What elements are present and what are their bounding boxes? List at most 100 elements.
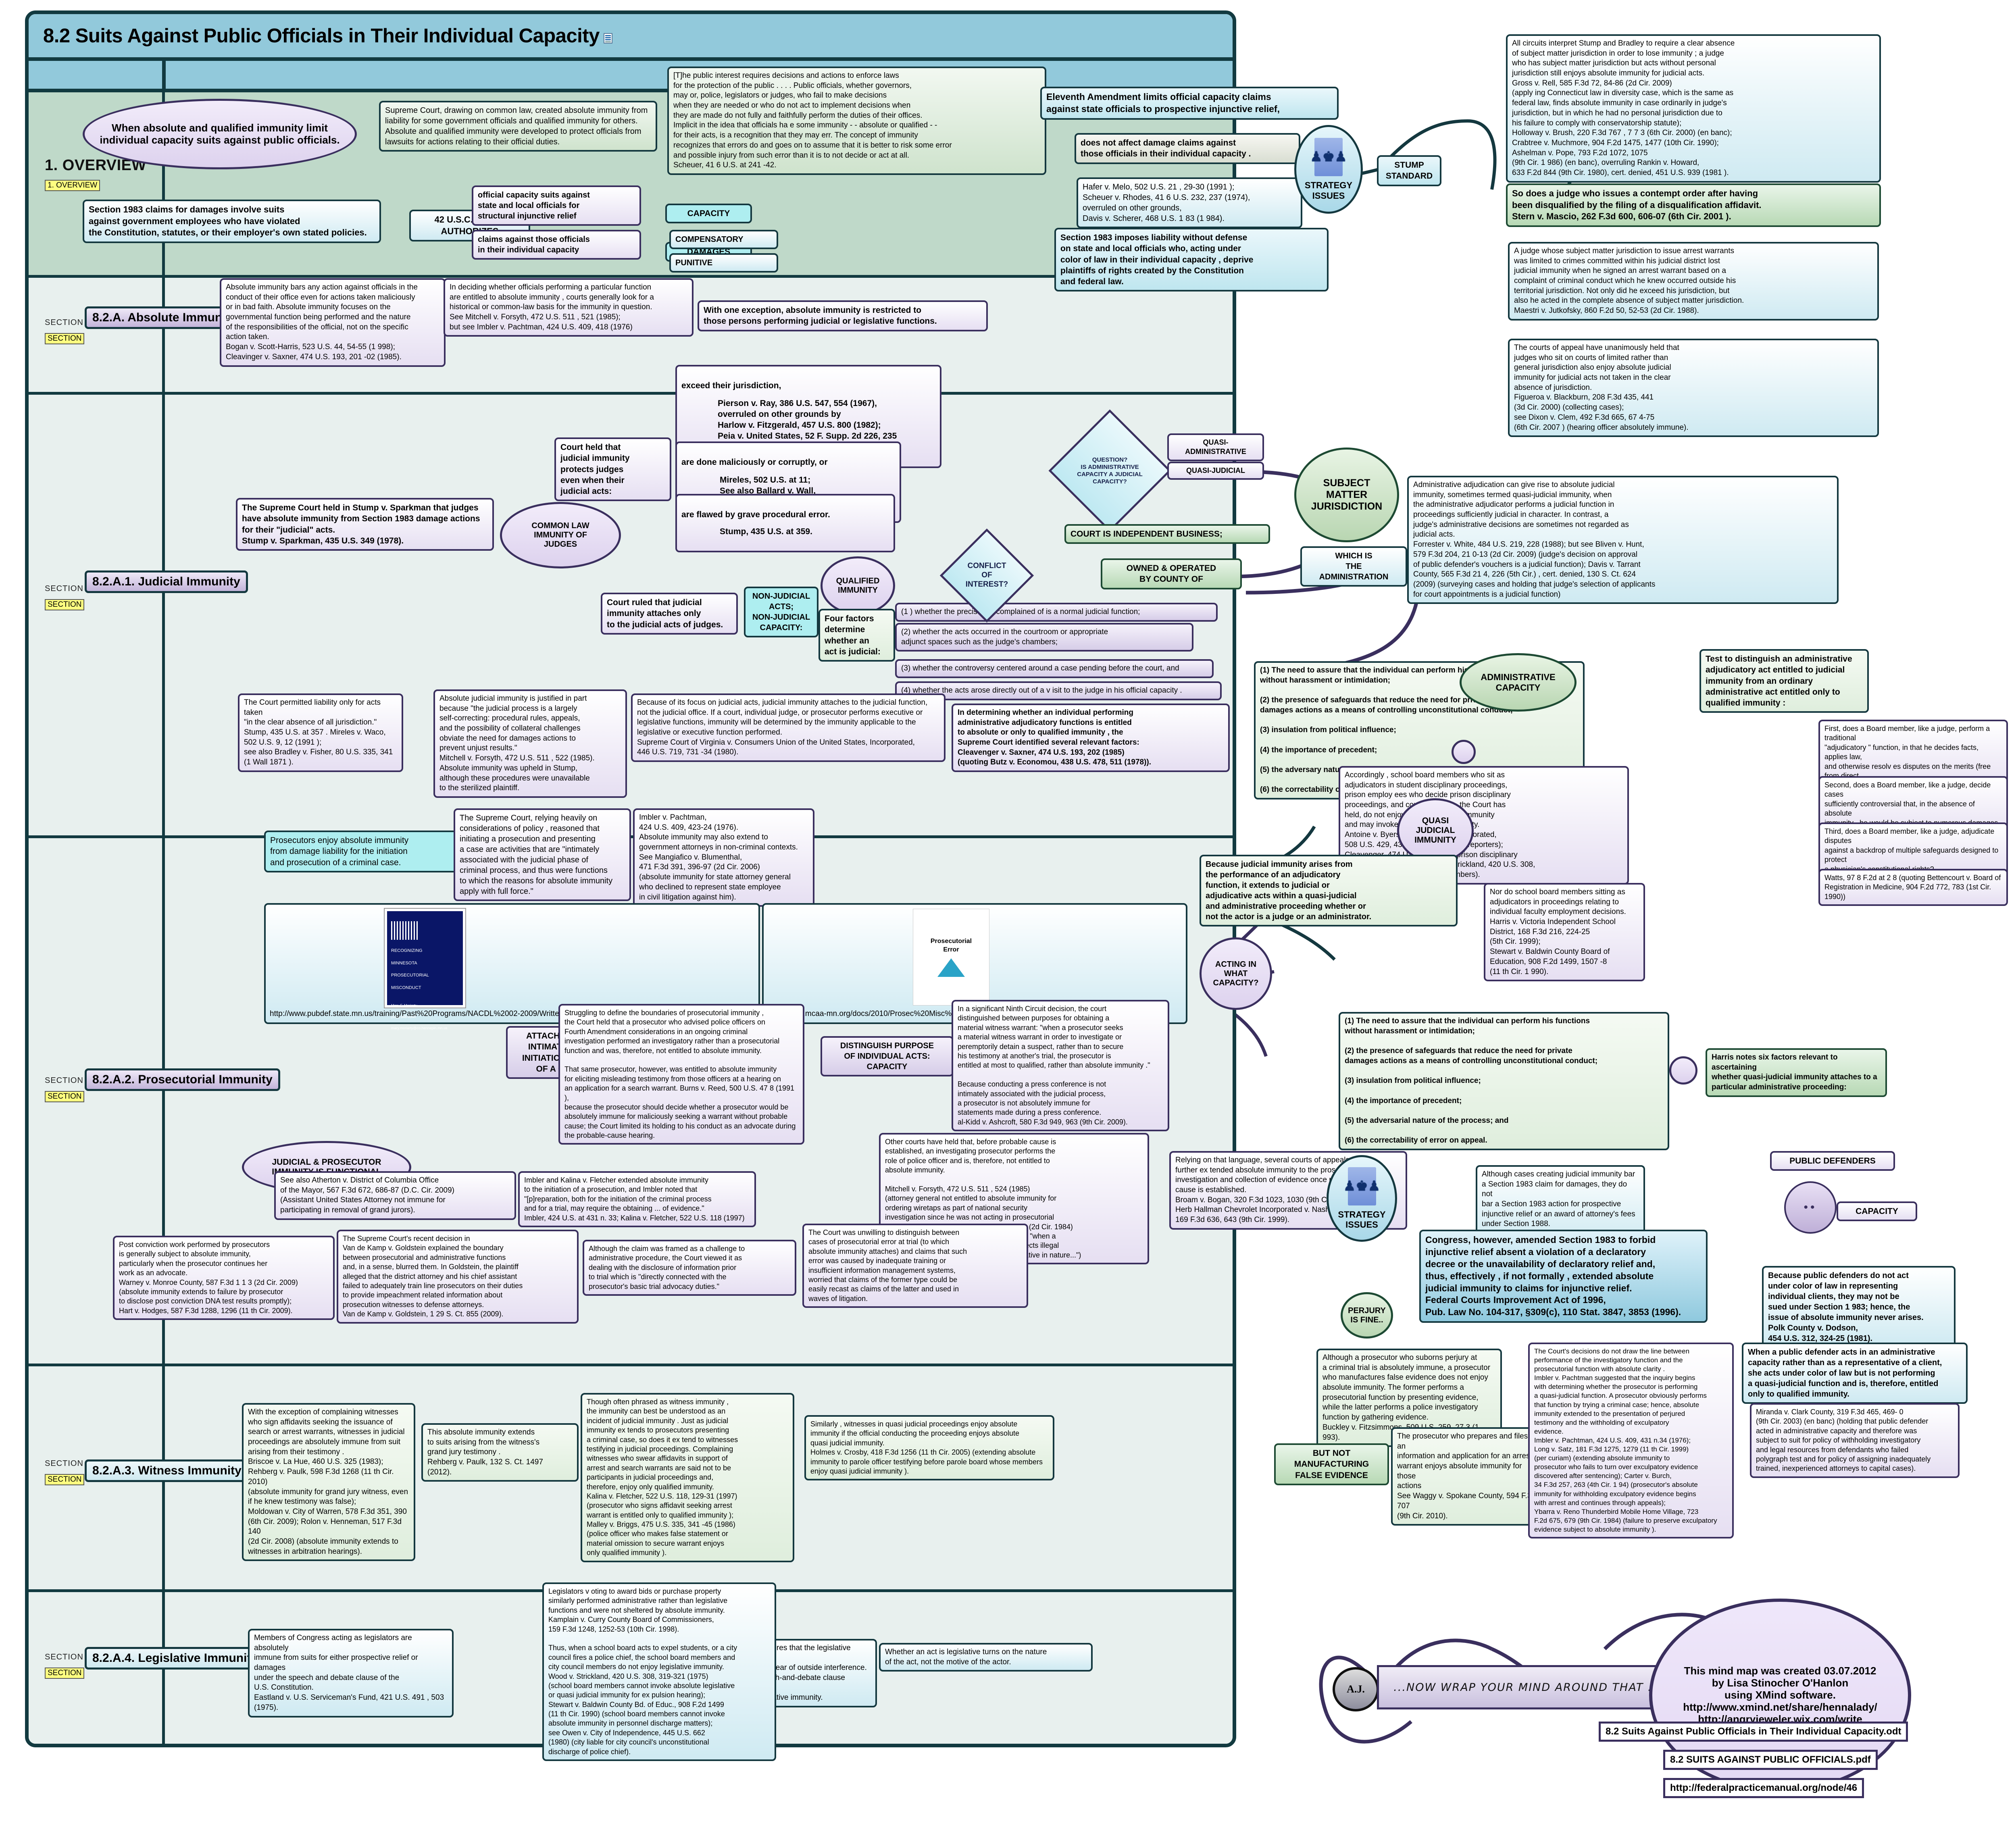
congress-amended-note[interactable]: Congress, however, amended Section 1983 … — [1419, 1230, 1708, 1323]
harris-factors-note[interactable]: (1) The need to assure that the individu… — [1339, 1012, 1669, 1150]
perjury-is-fine-node[interactable]: PERJURY IS FINE.. — [1341, 1292, 1393, 1339]
aj-avatar[interactable]: A.J. — [1333, 1667, 1379, 1711]
heading-witness-immunity[interactable]: 8.2.A.3. Witness Immunity — [85, 1459, 249, 1482]
four-factors-node[interactable]: Four factors determine whether an act is… — [818, 609, 895, 662]
strategy-issues-node-mid[interactable]: STRATEGY ISSUES — [1327, 1155, 1397, 1242]
court-held-node[interactable]: Court held that judicial immunity protec… — [554, 437, 671, 502]
capacity-node-pd[interactable]: CAPACITY — [1837, 1201, 1917, 1222]
factor-4-node[interactable]: (4) whether the acts arose directly out … — [895, 681, 1222, 700]
court-independent-node[interactable]: COURT IS INDEPENDENT BUSINESS; — [1064, 524, 1270, 544]
owned-operated-node[interactable]: OWNED & OPERATED BY COUNTY OF — [1101, 558, 1242, 589]
section1983-claims-note[interactable]: Section 1983 claims for damages involve … — [83, 200, 381, 243]
with-exception-note[interactable]: With the exception of complaining witnes… — [242, 1403, 415, 1561]
public-defenders-note[interactable]: Because public defenders do not act unde… — [1762, 1266, 1956, 1348]
permitted-liability-note[interactable]: The Court permitted liability only for a… — [238, 693, 403, 772]
official-capacity-node[interactable]: official capacity suits against state an… — [472, 185, 641, 226]
sidebar-item-overview[interactable]: 1. OVERVIEW 1. OVERVIEW — [45, 157, 146, 191]
factor-1-node[interactable]: (1 ) whether the precise act complained … — [895, 603, 1218, 622]
bars-any-action-note[interactable]: Absolute immunity bars any action agains… — [220, 278, 446, 367]
but-not-manufacturing-node[interactable]: BUT NOT MANUFACTURING FALSE EVIDENCE — [1274, 1443, 1389, 1485]
post-conviction-note[interactable]: Post conviction work performed by prosec… — [113, 1236, 335, 1320]
all-circuits-note[interactable]: All circuits interpret Stump and Bradley… — [1506, 34, 1881, 183]
eleventh-amendment-note[interactable]: Eleventh Amendment limits official capac… — [1040, 87, 1339, 120]
though-often-note[interactable]: Though often phrased as witness immunity… — [581, 1393, 794, 1562]
quasi-judicial-node[interactable]: QUASI-JUDICIAL — [1167, 462, 1264, 480]
whether-act-note[interactable]: Whether an act is legislative turns on t… — [879, 1643, 1093, 1672]
arrest-warrants-note[interactable]: A judge whose subject matter jurisdictio… — [1508, 242, 1879, 321]
factor-2-node[interactable]: (2) whether the acts occurred in the cou… — [895, 623, 1193, 652]
courts-decisions-note[interactable]: The Court's decisions do not draw the li… — [1528, 1343, 1734, 1538]
justified-in-part-note[interactable]: Absolute judicial immunity is justified … — [433, 689, 627, 798]
miranda-clark-note[interactable]: Miranda v. Clark County, 319 F.3d 465, 4… — [1750, 1403, 1960, 1478]
sidebar-item-prosecutorial[interactable]: SECTION SECTION — [45, 1076, 85, 1102]
overview-central-node[interactable]: When absolute and qualified immunity lim… — [83, 99, 357, 169]
harris-caption-note[interactable]: Harris notes six factors relevant to asc… — [1706, 1048, 1887, 1097]
struggling-note[interactable]: Struggling to define the boundaries of p… — [558, 1004, 804, 1145]
nor-school-note[interactable]: Nor do school board members sitting as a… — [1484, 883, 1645, 982]
public-interest-note[interactable]: [T]he public interest requires decisions… — [667, 67, 1046, 175]
in-determining-note[interactable]: In determining whether an individual per… — [952, 704, 1230, 772]
administrative-capacity-node[interactable]: ADMINISTRATIVE CAPACITY — [1460, 653, 1577, 712]
stump-standard-node[interactable]: STUMP STANDARD — [1377, 155, 1441, 186]
acting-what-capacity-node[interactable]: ACTING IN WHAT CAPACITY? — [1200, 937, 1272, 1010]
non-judicial-acts-node[interactable]: NON-JUDICIAL ACTS; NON-JUDICIAL CAPACITY… — [744, 587, 818, 637]
admin-adjudication-note[interactable]: Administrative adjudication can give ris… — [1407, 476, 1839, 604]
prosecutor-prepares-note[interactable]: The prosecutor who prepares and files an… — [1391, 1427, 1544, 1526]
ninth-circuit-note[interactable]: In a significant Ninth Circuit decision,… — [952, 1000, 1169, 1132]
legislators-voting-note[interactable]: Legislators v oting to award bids or pur… — [542, 1582, 776, 1761]
common-law-immunity-node[interactable]: COMMON LAW IMMUNITY OF JUDGES — [500, 502, 621, 568]
claims-individual-node[interactable]: claims against those officials in their … — [472, 230, 641, 260]
handwriting-note[interactable]: ...NOW WRAP YOUR MIND AROUND THAT ... — [1377, 1665, 1677, 1709]
test-watts-note[interactable]: Watts, 97 8 F.2d at 2 8 (quoting Bettenc… — [1818, 869, 2008, 906]
members-congress-note[interactable]: Members of Congress acting as legislator… — [248, 1629, 454, 1718]
does-not-affect-note[interactable]: does not affect damage claims against th… — [1075, 133, 1300, 164]
test-distinguish-note[interactable]: Test to distinguish an administrative ad… — [1699, 649, 1869, 713]
punitive-node[interactable]: PUNITIVE — [669, 253, 778, 273]
one-exception-note[interactable]: With one exception, absolute immunity is… — [698, 300, 988, 331]
stump-holding-note[interactable]: The Supreme Court held in Stump v. Spark… — [236, 498, 494, 551]
quasi-judicial-immunity-node[interactable]: QUASI JUDICIAL IMMUNITY — [1397, 798, 1474, 863]
because-of-focus-note[interactable]: Because of its focus on judicial acts, j… — [631, 693, 946, 762]
flawed-node[interactable]: are flawed by grave procedural error. St… — [675, 494, 895, 553]
file-url-link[interactable]: http://federalpracticemanual.org/node/46 — [1663, 1778, 1864, 1798]
court-unwilling-note[interactable]: The Court was unwilling to distinguish b… — [802, 1224, 1028, 1308]
capacity-node[interactable]: CAPACITY — [665, 204, 752, 224]
although-claim-note[interactable]: Although the claim was framed as a chall… — [583, 1240, 796, 1296]
imbler-cite-note[interactable]: Imbler v. Pachtman, 424 U.S. 409, 423-24… — [633, 808, 814, 907]
sidebar-item-absolute[interactable]: SECTION SECTION — [45, 318, 85, 344]
public-defenders-node[interactable]: PUBLIC DEFENDERS — [1770, 1151, 1895, 1171]
distinguish-purpose-node[interactable]: DISTINGUISH PURPOSE OF INDIVIDUAL ACTS: … — [821, 1036, 954, 1076]
van-kamp-note[interactable]: The Supreme Court's recent decision in V… — [337, 1230, 579, 1324]
sidebar-item-witness[interactable]: SECTION SECTION — [45, 1459, 85, 1485]
section1983-imposes-note[interactable]: Section 1983 imposes liability without d… — [1054, 228, 1329, 292]
compensatory-node[interactable]: COMPENSATORY — [669, 230, 778, 249]
atherton-note[interactable]: See also Atherton v. District of Columbi… — [274, 1171, 516, 1220]
imbler-kalina-note[interactable]: Imbler and Kalina v. Fletcher extended a… — [518, 1171, 756, 1227]
subject-matter-jurisdiction-node[interactable]: SUBJECT MATTER JURISDICTION — [1294, 448, 1399, 542]
heading-prosecutorial-immunity[interactable]: 8.2.A.2. Prosecutorial Immunity — [85, 1068, 280, 1091]
court-ruled-node[interactable]: Court ruled that judicial immunity attac… — [601, 593, 738, 635]
qualified-immunity-node[interactable]: QUALIFIED IMMUNITY — [821, 556, 895, 615]
which-administration-node[interactable]: WHICH IS THE ADMINISTRATION — [1300, 546, 1407, 587]
sidebar-item-judicial[interactable]: SECTION SECTION — [45, 584, 85, 610]
factor-3-node[interactable]: (3) whether the controversy centered aro… — [895, 659, 1214, 678]
file-pdf-link[interactable]: 8.2 SUITS AGAINST PUBLIC OFFICIALS.pdf — [1663, 1750, 1878, 1770]
supreme-court-relying-note[interactable]: The Supreme Court, relying heavily on co… — [454, 808, 631, 901]
mindmap-credits-node[interactable]: This mind map was created 03.07.2012 by … — [1649, 1599, 1911, 1792]
when-public-defender-note[interactable]: When a public defender acts in an admini… — [1742, 1343, 1968, 1404]
sidebar-item-legislative[interactable]: SECTION SECTION — [45, 1653, 85, 1679]
similarly-quasi-note[interactable]: Similarly , witnesses in quasi judicial … — [804, 1415, 1054, 1481]
prosecutors-enjoy-note[interactable]: Prosecutors enjoy absolute immunity from… — [264, 831, 462, 872]
heading-legislative-immunity[interactable]: 8.2.A.4. Legislative Immunity — [85, 1647, 266, 1670]
quasi-administrative-node[interactable]: QUASI-ADMINISTRATIVE — [1167, 433, 1264, 461]
heading-absolute-immunity[interactable]: 8.2.A. Absolute Immunity — [85, 306, 244, 329]
deciding-whether-note[interactable]: In deciding whether officials performing… — [444, 278, 694, 337]
file-odt-link[interactable]: 8.2 Suits Against Public Officials in Th… — [1599, 1722, 1908, 1742]
heading-judicial-immunity[interactable]: 8.2.A.1. Judicial Immunity — [85, 570, 248, 593]
extends-grand-jury-note[interactable]: This absolute immunity extends to suits … — [421, 1423, 579, 1482]
supreme-court-note[interactable]: Supreme Court, drawing on common law, cr… — [379, 101, 657, 152]
courts-of-appeal-note[interactable]: The courts of appeal have unanimously he… — [1508, 339, 1879, 437]
strategy-issues-node-top[interactable]: STRATEGY ISSUES — [1294, 125, 1363, 214]
because-judicial-note[interactable]: Because judicial immunity arises from th… — [1200, 855, 1458, 926]
hafer-cites-note[interactable]: Hafer v. Melo, 502 U.S. 21 , 29-30 (1991… — [1077, 177, 1302, 228]
